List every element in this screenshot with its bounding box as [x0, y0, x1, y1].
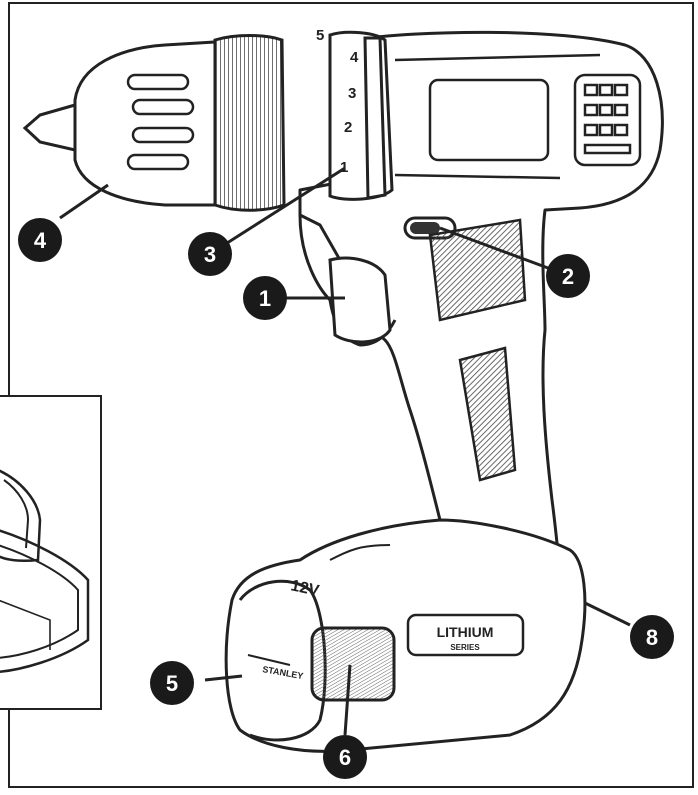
callout-number: 8 [646, 625, 658, 650]
torque-scale-number: 3 [348, 85, 356, 102]
torque-collar [328, 30, 394, 201]
leader-lines [59, 166, 631, 736]
battery-pack [224, 518, 587, 753]
callout-number: 6 [339, 745, 351, 770]
callout-8: 8 [630, 615, 674, 659]
battery-badge-line2: SERIES [450, 643, 480, 652]
trigger [328, 256, 392, 344]
charger-inset [0, 395, 102, 710]
battery-voltage: 12V [289, 577, 321, 600]
grip-panels [428, 218, 527, 482]
callout-2: 2 [546, 254, 590, 298]
knurled-ring [213, 34, 286, 212]
battery-badge-line1: LITHIUM [437, 624, 494, 640]
callout-number: 3 [204, 242, 216, 267]
callout-number: 1 [259, 286, 271, 311]
callout-5: 5 [150, 661, 194, 705]
callout-number: 2 [562, 264, 574, 289]
callout-number: 4 [34, 228, 47, 253]
torque-scale-number: 2 [344, 119, 352, 136]
housing-details [394, 53, 642, 180]
callout-3: 3 [188, 232, 232, 276]
callout-1: 1 [243, 276, 287, 320]
callout-6: 6 [323, 735, 367, 779]
torque-scale-number: 5 [316, 27, 324, 44]
callout-number: 5 [166, 671, 178, 696]
callout-4: 4 [18, 218, 62, 262]
keyless-chuck [22, 40, 217, 207]
torque-scale-number: 4 [350, 49, 359, 66]
